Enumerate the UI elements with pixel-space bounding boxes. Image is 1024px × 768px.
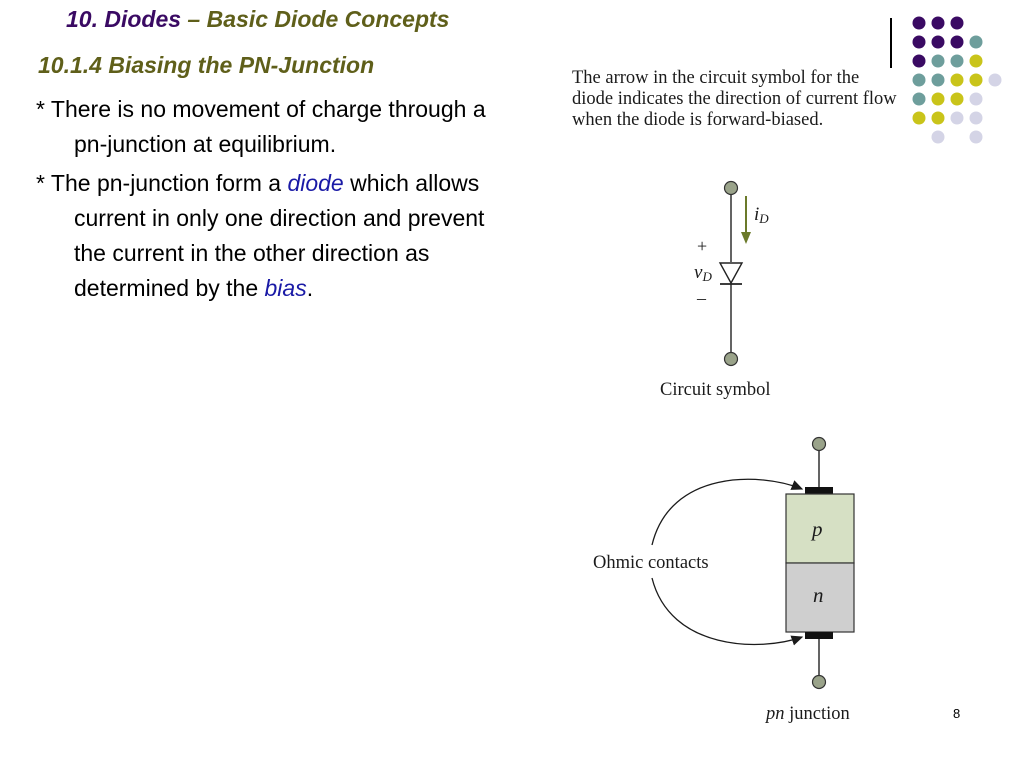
decorative-dot: [988, 73, 1002, 87]
circuit-symbol-label: Circuit symbol: [660, 380, 771, 400]
decorative-dot: [950, 16, 964, 30]
p-region-label: p: [810, 517, 823, 541]
decorative-dot: [931, 111, 945, 125]
decorative-dot: [931, 73, 945, 87]
decorative-dot: [931, 35, 945, 49]
current-label: iD: [754, 204, 769, 226]
decorative-dot: [912, 35, 926, 49]
bottom-ohmic-contact: [805, 632, 833, 639]
circuit-symbol: iD + vD – Circuit symbol: [660, 180, 771, 400]
pn-junction-diagram: p n Ohmic contacts pn junction: [593, 436, 855, 724]
slide-title: 10. Diodes – Basic Diode Concepts: [66, 6, 449, 33]
decorative-dot: [969, 92, 983, 106]
ohmic-contacts-label: Ohmic contacts: [593, 553, 709, 573]
bullet-item-1: * There is no movement of charge through…: [36, 96, 486, 157]
keyword-bias: bias: [264, 275, 307, 301]
ohmic-arrow-bottom: [651, 577, 804, 646]
decorative-dot: [931, 16, 945, 30]
figure-caption: The arrow in the circuit symbol for the …: [572, 68, 897, 130]
decorative-dot-grid: [912, 16, 1002, 144]
decorative-dot: [931, 54, 945, 68]
decorative-dot: [912, 16, 926, 30]
decorative-divider: [890, 18, 892, 68]
decorative-dot: [950, 54, 964, 68]
minus-sign: –: [696, 288, 707, 308]
title-part-2: Basic Diode Concepts: [206, 6, 450, 32]
bullet-item-2: * The pn-junction form a diode which all…: [36, 166, 486, 306]
decorative-dot: [912, 111, 926, 125]
title-part-1: 10. Diodes: [66, 6, 182, 32]
decorative-dot: [969, 130, 983, 144]
decorative-dot: [912, 73, 926, 87]
anode-terminal: [723, 180, 739, 196]
pn-top-terminal: [811, 436, 827, 452]
page-number: 8: [953, 706, 961, 721]
bullet-list: * There is no movement of charge through…: [36, 92, 486, 310]
current-arrow-head: [741, 232, 751, 244]
p-region: [785, 493, 855, 564]
pn-bottom-terminal: [811, 674, 827, 690]
decorative-dot: [969, 35, 983, 49]
decorative-dot: [969, 73, 983, 87]
decorative-dot: [950, 92, 964, 106]
voltage-label: vD: [694, 262, 712, 284]
bullet-2-pre: * The pn-junction form a: [36, 170, 288, 196]
title-dash: –: [181, 6, 207, 32]
bullet-2-post: .: [306, 275, 314, 301]
keyword-diode: diode: [287, 170, 344, 196]
ohmic-arrow-top: [651, 478, 804, 546]
decorative-dot: [931, 130, 945, 144]
decorative-dot: [912, 54, 926, 68]
bullet-2-mid: which allows current in only one directi…: [74, 170, 485, 301]
diode-triangle: [718, 262, 744, 285]
pn-junction-label: pn junction: [764, 704, 850, 724]
n-region-label: n: [813, 583, 824, 607]
decorative-dot: [969, 54, 983, 68]
decorative-dot: [912, 92, 926, 106]
section-subtitle: 10.1.4 Biasing the PN-Junction: [38, 52, 375, 78]
plus-sign: +: [697, 236, 707, 256]
decorative-dot: [950, 73, 964, 87]
cathode-terminal: [723, 351, 739, 367]
decorative-dot: [950, 35, 964, 49]
top-ohmic-contact: [805, 487, 833, 494]
decorative-dot: [931, 92, 945, 106]
decorative-dot: [969, 111, 983, 125]
n-region: [785, 562, 855, 633]
decorative-dot: [950, 111, 964, 125]
